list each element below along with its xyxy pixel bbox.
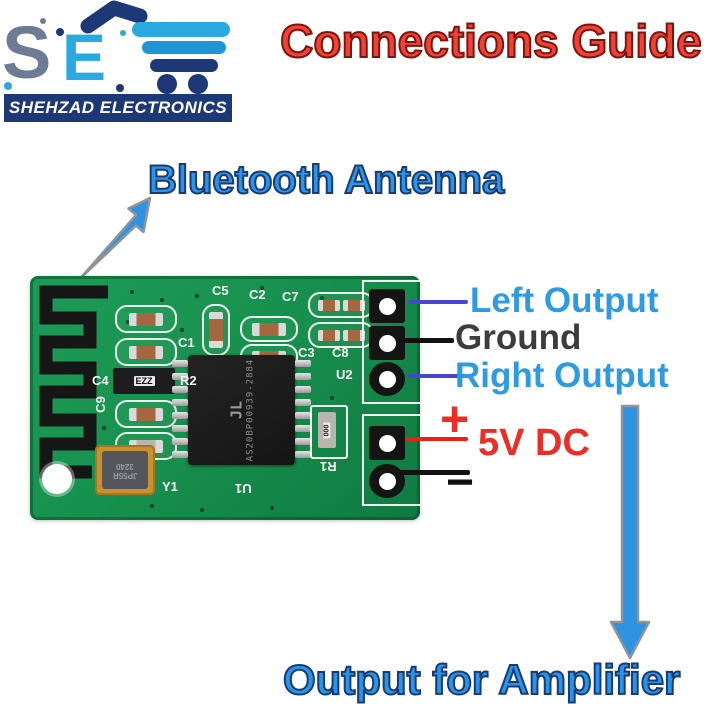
capacitor <box>115 305 177 333</box>
mounting-hole <box>42 464 72 494</box>
via-dot <box>200 508 204 512</box>
silkscreen-u2: U2 <box>336 367 353 382</box>
resistor-r2: EZZ <box>113 368 175 394</box>
right-output-label: Right Output <box>455 356 669 395</box>
plus-symbol: + <box>440 391 470 447</box>
ground-pad <box>369 326 405 360</box>
via-dot <box>130 290 134 294</box>
down-arrow-icon <box>609 404 651 660</box>
via-dot <box>160 298 164 302</box>
via-dot <box>195 294 199 298</box>
silkscreen-r2: R2 <box>180 373 197 388</box>
via-dot <box>102 426 106 430</box>
silkscreen-u1: U1 <box>235 481 252 496</box>
resistor-r1-marking: 000 <box>323 422 331 438</box>
silkscreen-c8: C8 <box>332 345 349 360</box>
silkscreen-c7: C7 <box>282 289 299 304</box>
via-dot <box>150 504 154 508</box>
wire-left-output <box>408 300 468 304</box>
ic-logo-text: JL <box>227 400 246 420</box>
ic-pin <box>172 412 188 419</box>
silkscreen-c5: C5 <box>212 283 229 298</box>
ic-pin <box>172 360 188 367</box>
supply-label: 5V DC <box>478 422 590 464</box>
cart-icon <box>80 0 230 94</box>
positive-pad <box>369 426 405 460</box>
wire-positive <box>406 437 468 441</box>
silkscreen-c2: C2 <box>249 287 266 302</box>
wire-right-output <box>408 374 472 378</box>
brand-banner: SHEHZAD ELECTRONICS <box>4 94 232 122</box>
ic-pin <box>295 412 311 419</box>
ic-pin <box>295 373 311 380</box>
circuit-node-dot <box>120 30 126 36</box>
ic-pin <box>172 373 188 380</box>
brand-banner-text: SHEHZAD ELECTRONICS <box>8 98 228 117</box>
silkscreen-c1: C1 <box>178 335 195 350</box>
pcb-board: EZZ JL AS20BP00939-2884 <box>30 276 422 520</box>
circuit-node-dot <box>4 82 12 90</box>
ic-pin <box>295 399 311 406</box>
crystal-marking-line1: 3240 <box>116 462 134 471</box>
capacitor <box>240 316 298 342</box>
minus-symbol: − <box>446 456 475 509</box>
crystal-marking-line2: JP55R <box>112 470 138 480</box>
power-header-2pin <box>362 414 422 506</box>
output-header-3pin <box>362 280 422 404</box>
logo-letter-e: E <box>62 20 107 94</box>
ic-pin <box>295 451 311 458</box>
via-dot <box>320 296 324 300</box>
via-dot <box>270 506 274 510</box>
circuit-node-dot <box>56 28 64 36</box>
left-output-label: Left Output <box>470 281 659 320</box>
left-output-pad <box>369 289 405 323</box>
silkscreen-c3: C3 <box>298 345 315 360</box>
ic-pin <box>172 386 188 393</box>
brand-logo: S E SHEHZAD ELECTRONICS <box>0 0 240 130</box>
amplifier-label: Output for Amplifier <box>282 655 681 704</box>
page-title: Connections Guide <box>279 14 703 68</box>
ic-pin <box>295 425 311 432</box>
silkscreen-y1: Y1 <box>162 479 178 494</box>
via-dot <box>330 396 334 400</box>
via-dot <box>260 286 264 290</box>
resistor-r1: 000 <box>318 412 336 448</box>
resistor-r1-outline <box>310 405 348 459</box>
via-dot <box>126 320 130 324</box>
ic-chip: JL AS20BP00939-2884 <box>188 355 295 465</box>
wire-negative <box>400 470 470 475</box>
capacitor <box>115 400 177 428</box>
silkscreen-r1: R1 <box>320 459 337 474</box>
ic-pin <box>295 386 311 393</box>
capacitor <box>202 304 230 356</box>
ground-label: Ground <box>455 318 582 357</box>
circuit-node-dot <box>116 84 124 92</box>
ic-pin <box>295 360 311 367</box>
circuit-node-dot <box>40 18 46 24</box>
ic-pin <box>172 399 188 406</box>
resistor-r2-marking: EZZ <box>133 376 155 386</box>
silkscreen-c4: C4 <box>92 373 109 388</box>
wire-ground <box>398 338 454 343</box>
ic-pin <box>172 451 188 458</box>
logo-letter-s: S <box>2 11 51 94</box>
negative-pad <box>369 464 405 498</box>
ic-marking: AS20BP00939-2884 <box>245 358 256 462</box>
capacitor <box>115 338 177 366</box>
ic-pin <box>172 425 188 432</box>
silkscreen-c9: C9 <box>92 396 108 413</box>
ic-pin <box>295 438 311 445</box>
right-output-pad <box>369 362 405 396</box>
antenna-trace <box>39 285 108 479</box>
bluetooth-antenna-label: Bluetooth Antenna <box>147 157 505 203</box>
ic-pin <box>172 438 188 445</box>
via-dot <box>180 328 184 332</box>
crystal-oscillator: 3240 JP55R <box>95 445 155 495</box>
